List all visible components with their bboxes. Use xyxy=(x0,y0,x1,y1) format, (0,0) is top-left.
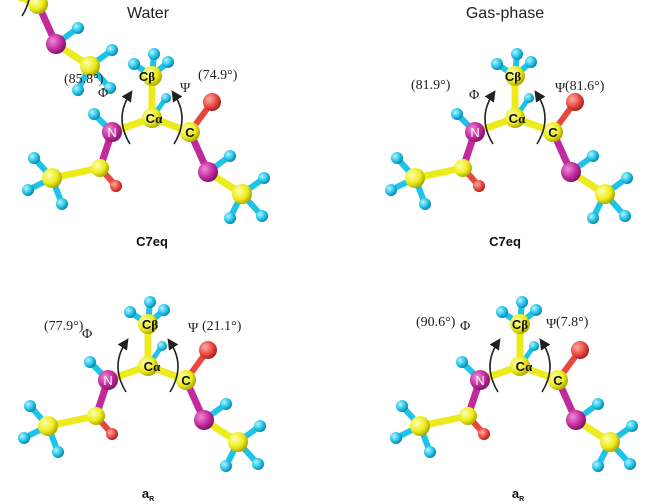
phi-symbol: Φ xyxy=(82,327,92,342)
psi-angle-label: (7.8°) xyxy=(556,315,589,330)
panel-gas-c7eq: Cβ Cα N C (81.9°) Φ Ψ (81.6°) C7eq xyxy=(385,48,633,249)
phi-angle-label: (81.9°) xyxy=(411,78,451,93)
conformer-label: C7eq xyxy=(489,234,521,249)
atom-label-cbeta: Cβ xyxy=(139,69,155,84)
atom-label-c: C xyxy=(185,125,195,140)
psi-symbol: Ψ xyxy=(555,81,566,96)
phi-angle-label: (85.8°) xyxy=(64,72,104,87)
panel-gas-ar: Cβ Cα N C (90.6°) Φ Ψ (7.8°) aR xyxy=(390,296,638,503)
atom-label-n: N xyxy=(103,373,112,388)
panel-water-ar: Cβ Cα N C (77.9°) Φ Ψ (21.1°) aR xyxy=(18,296,266,503)
atom-label-c: C xyxy=(181,373,191,388)
psi-symbol: Ψ xyxy=(180,81,191,96)
column-title-water: Water xyxy=(127,5,170,22)
conformer-label: aR xyxy=(142,486,154,503)
phi-symbol: Φ xyxy=(460,319,470,334)
conformer-label: aR xyxy=(512,486,524,503)
atom-label-n: N xyxy=(475,373,484,388)
atom-label-cbeta: Cβ xyxy=(142,317,158,332)
phi-angle-label: (77.9°) xyxy=(44,319,84,334)
conformer-label: C7eq xyxy=(136,234,168,249)
atom-label-calpha: Cα xyxy=(516,359,533,374)
psi-symbol: Ψ xyxy=(188,321,199,336)
atom-label-c: C xyxy=(548,125,558,140)
phi-symbol: Φ xyxy=(469,88,479,103)
atom-label-cbeta: Cβ xyxy=(505,69,521,84)
phi-symbol: Φ xyxy=(98,86,108,101)
psi-angle-label: (74.9°) xyxy=(198,68,238,83)
atom-label-c: C xyxy=(553,373,563,388)
psi-angle-label: (21.1°) xyxy=(202,319,242,334)
atom-label-calpha: Cα xyxy=(144,359,161,374)
atom-label-calpha: Cα xyxy=(146,111,163,126)
panel-water-c7eq: Cβ Cα N C (85.8°) Φ Ψ (74.9°) C7eq xyxy=(22,48,270,249)
atom-label-n: N xyxy=(470,125,479,140)
column-title-gas-phase: Gas-phase xyxy=(466,5,544,22)
atom-label-calpha: Cα xyxy=(509,111,526,126)
psi-symbol: Ψ xyxy=(546,317,557,332)
atom-label-cbeta: Cβ xyxy=(512,317,528,332)
phi-angle-label: (90.6°) xyxy=(416,315,456,330)
atom-label-n: N xyxy=(107,125,116,140)
psi-angle-label: (81.6°) xyxy=(565,79,605,94)
molecule-template xyxy=(17,0,118,96)
